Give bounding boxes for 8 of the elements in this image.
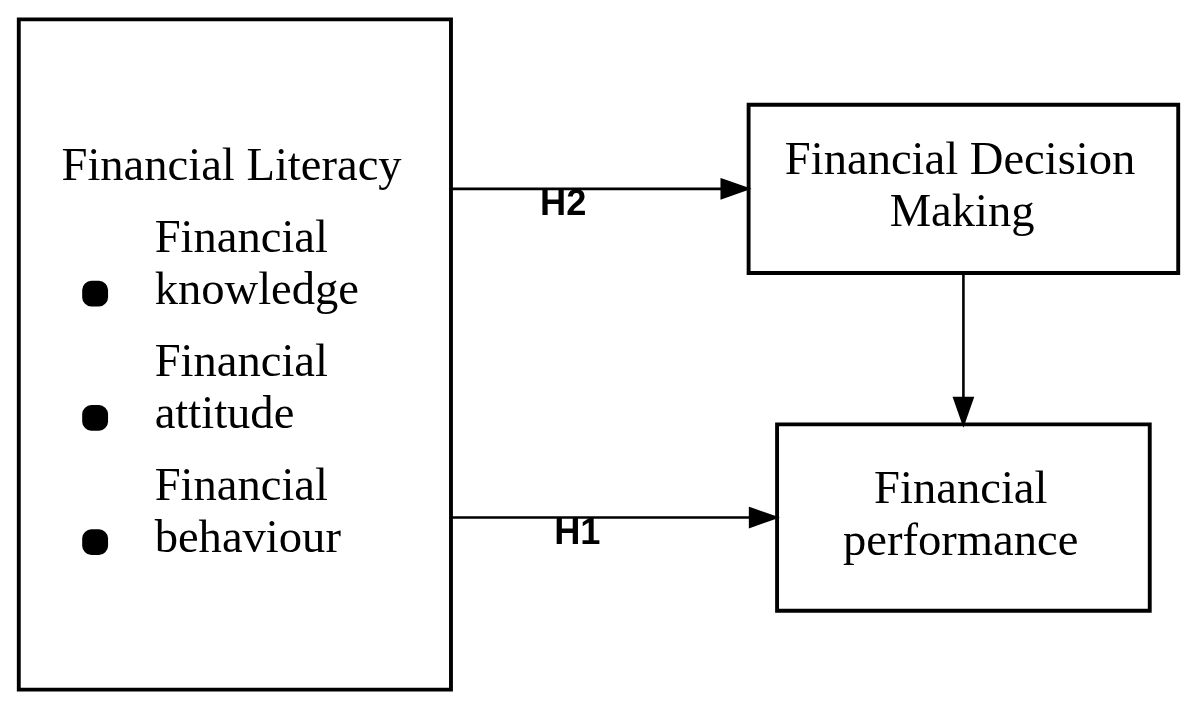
arrow <box>451 177 752 200</box>
arrow <box>451 506 780 528</box>
node-box: Financial Literacy Financial knowledge Financial attitude Financial behaviour <box>16 16 453 692</box>
arrow <box>952 273 975 428</box>
node-box: Financial performance <box>775 421 1152 613</box>
edge-label: H1 <box>554 510 601 552</box>
edge-label: H2 <box>540 181 587 223</box>
node-box: Financial Decision Making <box>746 102 1181 275</box>
